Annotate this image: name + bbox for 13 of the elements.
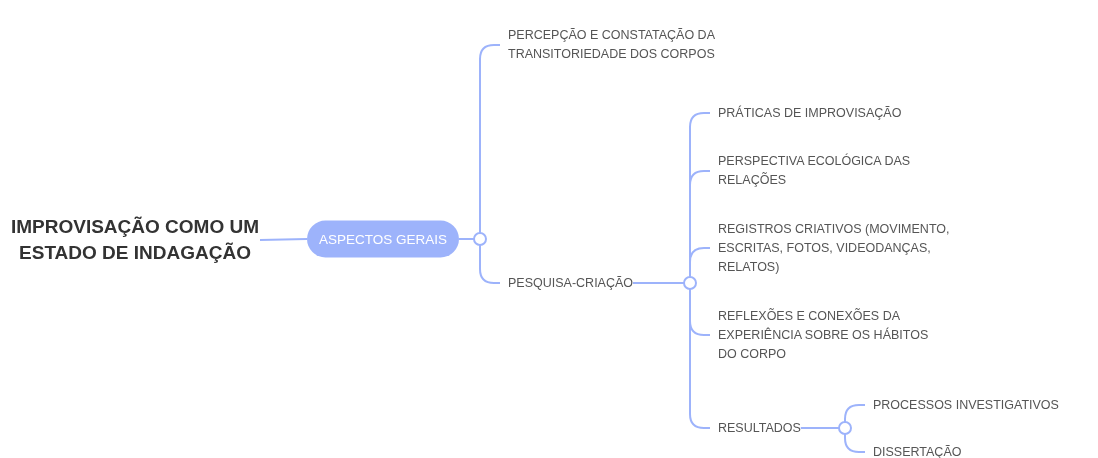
subtopic-text: PERCEPÇÃO E CONSTATAÇÃO DA TRANSITORIEDADE DOS CORPOS bbox=[508, 27, 716, 63]
main-topic-pill: ASPECTOS GERAIS bbox=[307, 220, 460, 258]
branch-line bbox=[259, 238, 308, 241]
central-topic: IMPROVISAÇÃO COMO UM ESTADO DE INDAGAÇÃO bbox=[10, 215, 260, 265]
subtopic-text: DISSERTAÇÃO bbox=[873, 443, 962, 458]
subtopic-text: PRÁTICAS DE IMPROVISAÇÃO bbox=[718, 104, 902, 122]
subtopic-text: PROCESSOS INVESTIGATIVOS bbox=[873, 396, 1059, 414]
subtopic-text: REFLEXÕES E CONEXÕES DA EXPERIÊNCIA SOBRE OS HÁBITOS DO CORPO bbox=[718, 307, 930, 363]
branch-line bbox=[799, 427, 866, 453]
subtopic-text: RESULTADOS bbox=[718, 419, 801, 437]
subtopic-text: PESQUISA-CRIAÇÃO bbox=[508, 274, 634, 292]
subtopic-text: PERSPECTIVA ECOLÓGICA DAS RELAÇÕES bbox=[718, 152, 912, 189]
subtopic-text: REGISTROS CRIATIVOS (MOVIMENTO, ESCRITAS, FOTOS, VIDEODANÇAS, RELATOS) bbox=[718, 220, 951, 276]
